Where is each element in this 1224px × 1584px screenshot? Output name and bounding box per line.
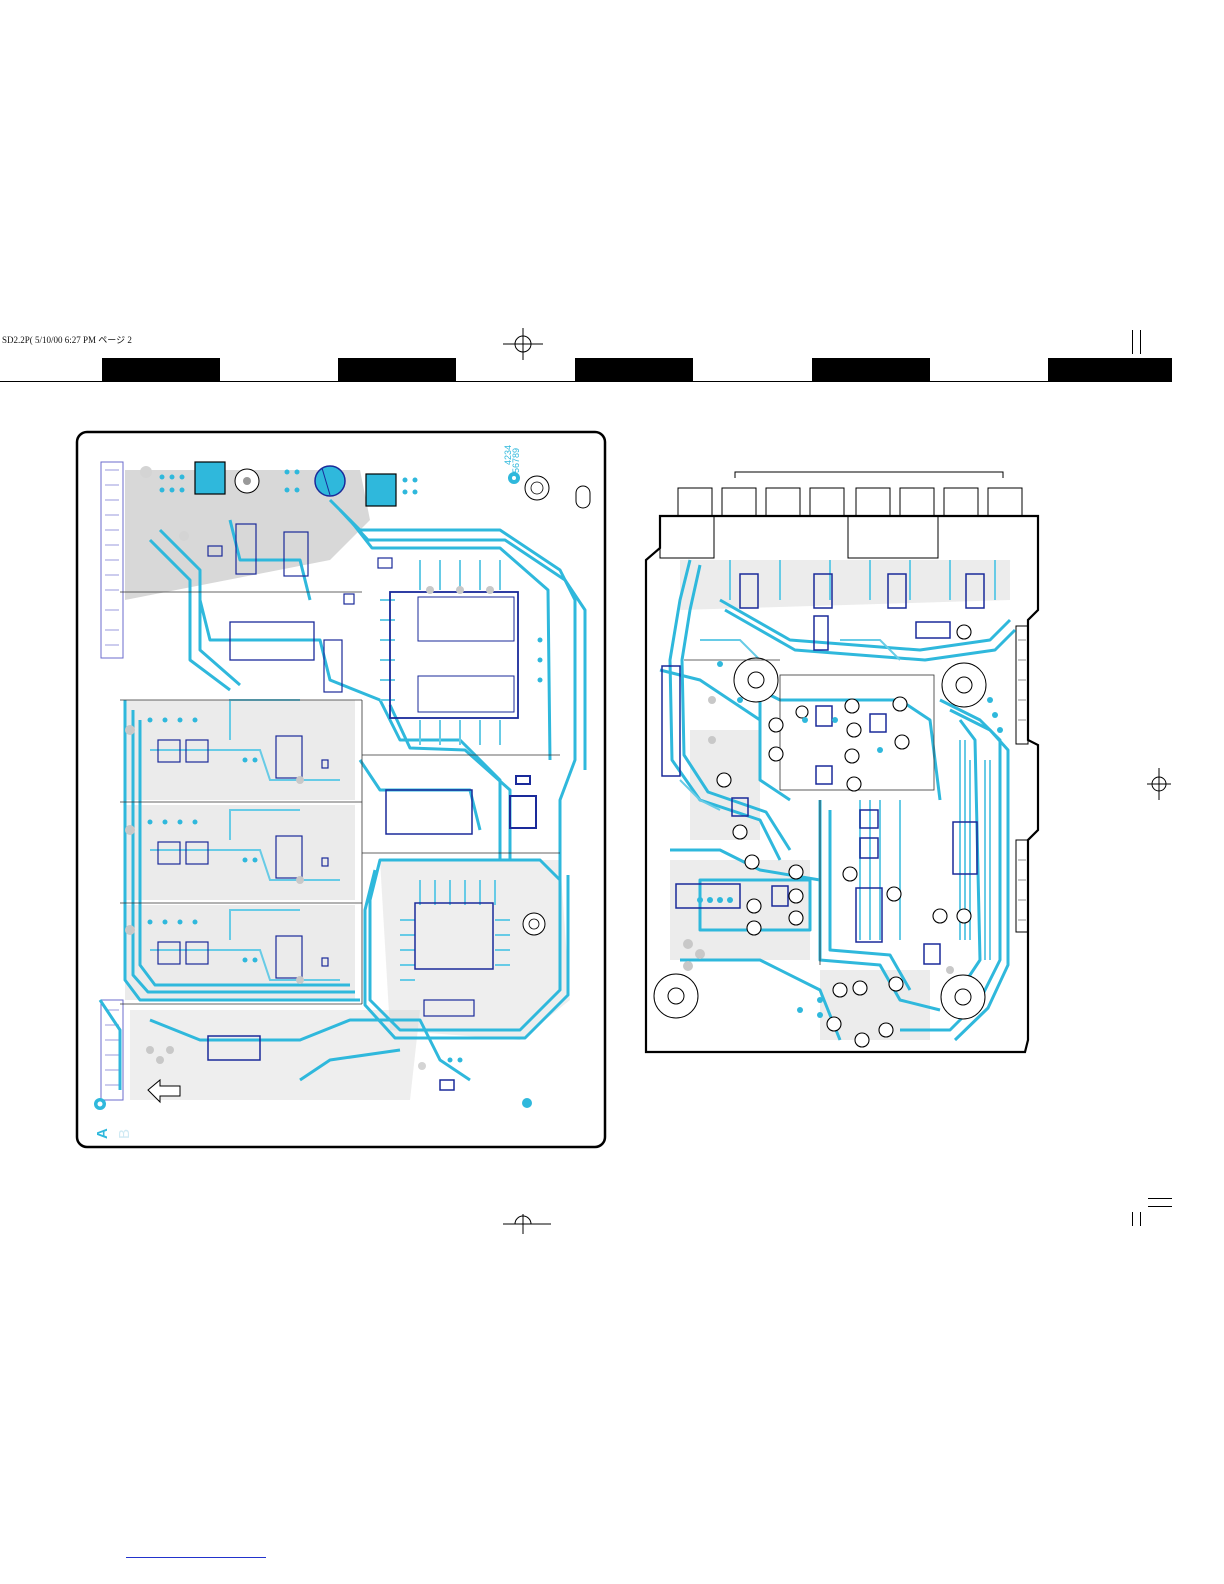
- registration-mark-top: [503, 328, 543, 360]
- board-label-a: A: [94, 1125, 114, 1139]
- registration-mark-right: [1147, 768, 1171, 800]
- board-a: [77, 432, 605, 1147]
- registration-mark-bottom: [503, 1214, 551, 1234]
- board-b: [646, 472, 1038, 1052]
- board-label-b: B: [116, 1125, 136, 1139]
- board-part-number-2: 56789: [511, 429, 521, 473]
